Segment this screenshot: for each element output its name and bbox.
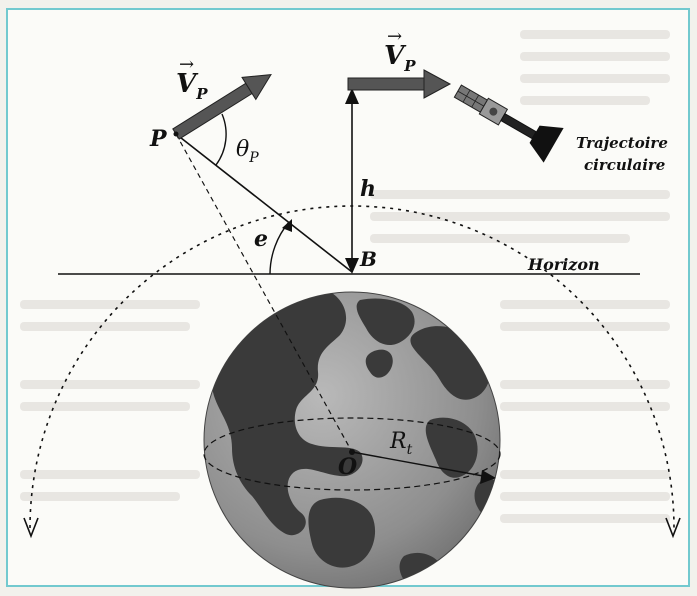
elevation-angle-arc [269,221,290,275]
earth-globe-icon [203,291,501,589]
center-point-o [349,449,355,455]
height-bottom-arrowhead [345,258,359,274]
radius-arrowhead [480,470,496,484]
height-top-arrowhead [345,88,359,104]
velocity-symbol-p: V [176,69,199,99]
point-o-label: O [338,454,357,480]
theta-angle-arc [215,113,227,166]
radius-label: Rt [389,429,413,458]
point-b-label: B [359,247,377,271]
velocity-subscript-p: P [195,85,208,103]
elevation-label: e [254,226,268,252]
velocity-arrow-at-top [347,69,452,99]
line-p-to-o [175,133,353,453]
trajectory-label-line1: Trajectoire [576,134,668,152]
trajectory-right-arrowhead [665,517,681,539]
trajectory-left-arrowhead [23,517,39,539]
satellite-icon [453,84,564,163]
radius-symbol: R [389,429,407,454]
velocity-vector-arrow-top: → [387,26,402,47]
radius-line [351,451,495,479]
theta-symbol: θ [236,137,249,162]
velocity-symbol-top: V [384,41,407,71]
velocity-label-p: VP [176,69,208,103]
point-p-marker [173,131,179,137]
radius-subscript: t [407,442,413,458]
point-p-label: P [149,126,168,152]
trajectory-label-line2: circulaire [584,156,665,174]
line-p-to-b [175,133,353,273]
velocity-label-top: VP [384,41,416,75]
velocity-subscript-top: P [403,57,416,75]
velocity-vector-arrow-p: → [179,54,194,75]
height-label: h [360,176,376,202]
theta-subscript: P [248,150,259,166]
elevation-angle-arrowhead [282,219,292,232]
horizon-label: Horizon [527,255,600,274]
theta-label: θP [236,137,259,166]
